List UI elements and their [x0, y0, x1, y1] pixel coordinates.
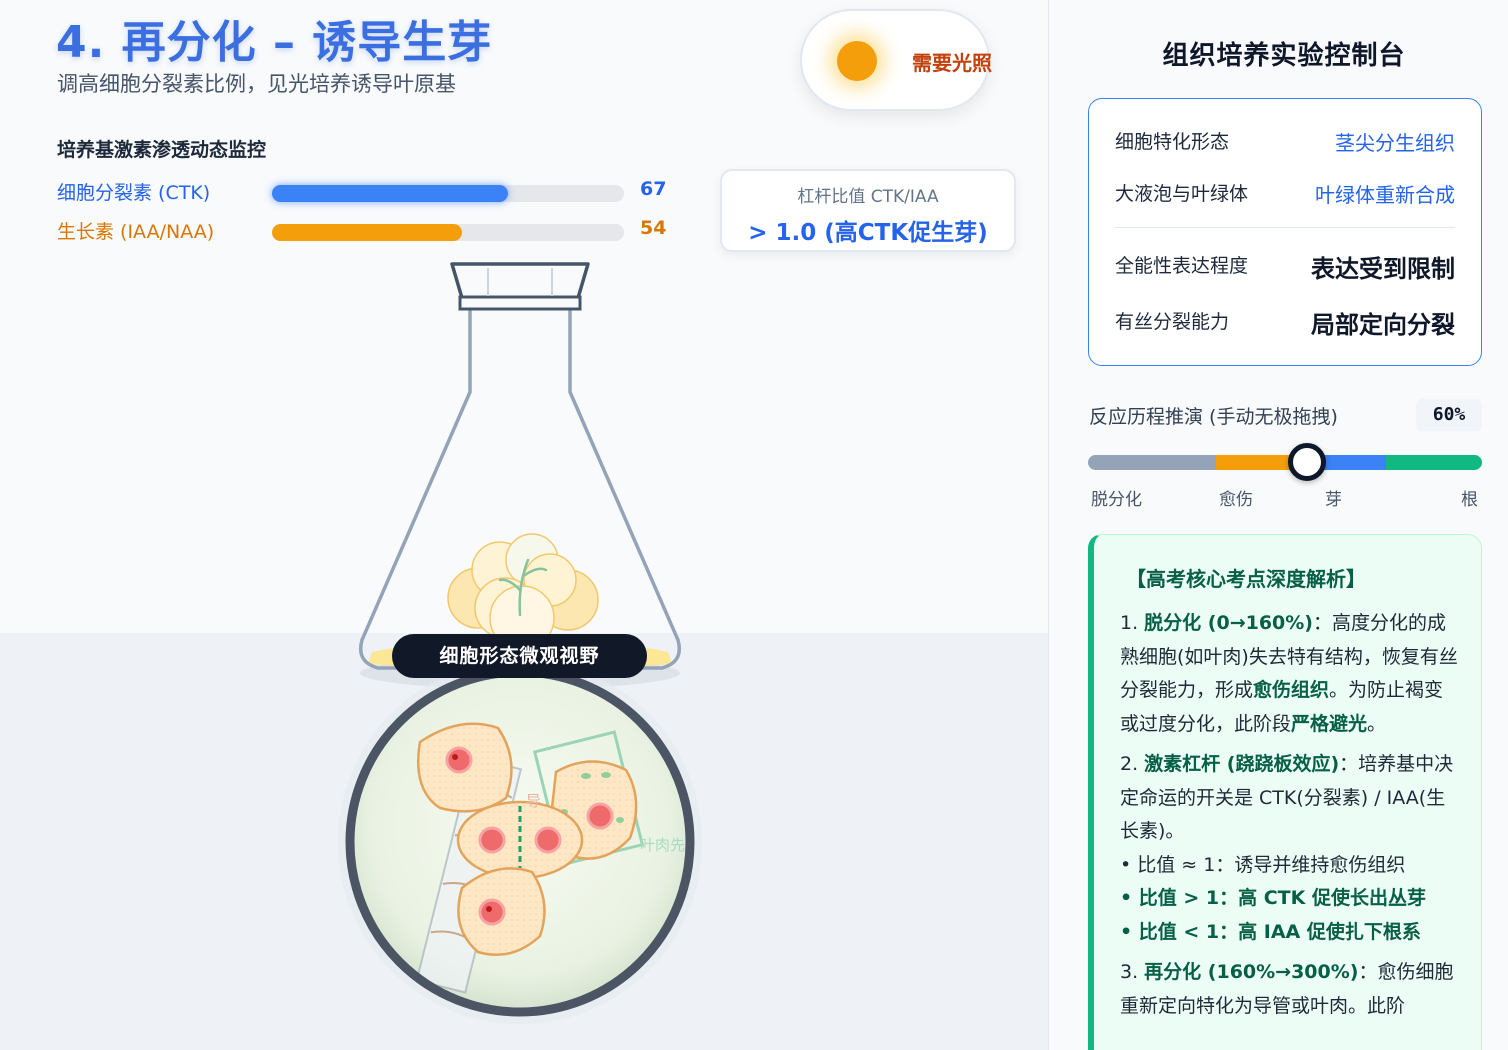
microscope-view: 导 叶肉先 — [338, 660, 702, 1024]
state-value: 叶绿体重新合成 — [1315, 183, 1455, 207]
control-panel: 组织培养实验控制台 细胞特化形态 茎尖分生组织 大液泡与叶绿体 叶绿体重新合成 … — [1048, 0, 1508, 1050]
micro-view-label: 细胞形态微观视野 — [392, 634, 647, 678]
tick-callus: 愈伤 — [1219, 490, 1253, 510]
cell-a — [416, 722, 513, 813]
cell-dividing — [456, 800, 584, 880]
ratio-bullet: • 比值 < 1：高 IAA 促使扎下根系 — [1120, 920, 1421, 943]
ratio-label: 杠杆比值 CTK/IAA — [797, 187, 939, 207]
monitor-title: 培养基激素渗透动态监控 — [57, 139, 267, 161]
ctk-value: 67 — [640, 178, 667, 200]
point-heading: 脱分化 (0→160%) — [1144, 612, 1313, 634]
analysis-point-1: 1. 脱分化 (0→160%)：高度分化的成熟细胞(如叶肉)失去特有结构，恢复有… — [1120, 607, 1460, 741]
panel-title: 组织培养实验控制台 — [1162, 41, 1406, 71]
state-divider — [1115, 227, 1455, 228]
light-toggle[interactable]: 需要光照 — [800, 9, 992, 111]
tick-dedifferentiation: 脱分化 — [1091, 490, 1142, 510]
slider-seg-dedifferentiation — [1088, 455, 1216, 470]
experiment-stage: 4. 再分化 – 诱导生芽 调高细胞分裂素比例，见光培养诱导叶原基 需要光照 培… — [56, 9, 1016, 1024]
state-key: 细胞特化形态 — [1115, 131, 1230, 153]
ctk-fill — [272, 185, 508, 202]
slider-seg-callus — [1216, 455, 1305, 470]
point-heading: 再分化 (160%→300%) — [1144, 961, 1359, 983]
state-value: 局部定向分裂 — [1311, 311, 1455, 339]
progress-percent: 60% — [1416, 399, 1482, 431]
mesophyll-tag: 叶肉先 — [640, 837, 685, 854]
state-key: 大液泡与叶绿体 — [1115, 183, 1249, 205]
point-text: 。 — [1367, 712, 1387, 735]
cell-c — [457, 867, 546, 956]
state-key: 有丝分裂能力 — [1115, 311, 1230, 333]
analysis-card: 【高考核心考点深度解析】 1. 脱分化 (0→160%)：高度分化的成熟细胞(如… — [1088, 534, 1482, 1050]
analysis-body: 1. 脱分化 (0→160%)：高度分化的成熟细胞(如叶肉)失去特有结构，恢复有… — [1120, 607, 1460, 1030]
point-number: 3. — [1120, 961, 1145, 983]
analysis-title: 【高考核心考点深度解析】 — [1126, 567, 1366, 591]
tick-root: 根 — [1461, 490, 1478, 510]
xylem-tag: 导 — [526, 793, 541, 810]
ratio-value: > 1.0 (高CTK促生芽) — [748, 220, 988, 246]
point-text: ：高度分化的成熟细胞(如叶肉)失去特有结构，恢复有丝分裂能力，形成 — [1120, 612, 1458, 701]
point-text: ：愈伤细胞重新定向特化为导管或叶肉。此阶 — [1120, 961, 1454, 1017]
point-text: 。为防止褐变或过度分化，此阶段 — [1120, 679, 1444, 735]
ctk-track — [272, 185, 624, 202]
point-heading: 激素杠杆 (跷跷板效应) — [1144, 753, 1340, 775]
stage-subtitle: 调高细胞分裂素比例，见光培养诱导叶原基 — [57, 72, 456, 96]
state-value: 表达受到限制 — [1311, 255, 1455, 283]
ratio-bullet: • 比值 > 1：高 CTK 促使长出丛芽 — [1120, 887, 1426, 909]
callus-cluster — [447, 533, 599, 651]
state-value: 茎尖分生组织 — [1335, 131, 1455, 155]
ctk-bar-row: 细胞分裂素 (CTK) 67 — [57, 178, 677, 206]
iaa-label: 生长素 (IAA/NAA) — [57, 221, 215, 243]
analysis-point-3: 3. 再分化 (160%→300%)：愈伤细胞重新定向特化为导管或叶肉。此阶 — [1120, 956, 1460, 1023]
iaa-value: 54 — [640, 217, 667, 239]
analysis-point-2: 2. 激素杠杆 (跷跷板效应)：培养基中决定命运的开关是 CTK(分裂素) / … — [1120, 748, 1460, 949]
flask-stopper — [450, 262, 590, 311]
point-keyword: 愈伤组织 — [1253, 679, 1330, 701]
progress-slider-thumb[interactable] — [1288, 443, 1327, 481]
flask-scene: 导 叶肉先 — [338, 262, 702, 1024]
iaa-fill — [272, 224, 463, 241]
point-keyword: 严格避光 — [1291, 712, 1368, 735]
iaa-track — [272, 224, 624, 241]
cell-state-card: 细胞特化形态 茎尖分生组织 大液泡与叶绿体 叶绿体重新合成 全能性表达程度 表达… — [1088, 98, 1482, 366]
point-number: 1. — [1120, 612, 1145, 634]
ratio-card: 杠杆比值 CTK/IAA > 1.0 (高CTK促生芽) — [720, 169, 1016, 252]
ratio-bullet: • 比值 ≈ 1：诱导并维持愈伤组织 — [1120, 853, 1406, 876]
light-label: 需要光照 — [912, 51, 992, 75]
point-text: ：培养基中决定命运的开关是 CTK(分裂素) / IAA(生长素)。 — [1120, 753, 1454, 842]
slider-seg-root — [1386, 455, 1482, 470]
sun-icon — [837, 41, 877, 81]
progress-slider-track[interactable] — [1088, 455, 1482, 470]
iaa-bar-row: 生长素 (IAA/NAA) 54 — [57, 217, 677, 245]
point-number: 2. — [1120, 753, 1145, 775]
state-key: 全能性表达程度 — [1115, 255, 1249, 277]
tick-shoot: 芽 — [1325, 490, 1342, 510]
progress-slider-label: 反应历程推演 (手动无极拖拽) — [1089, 406, 1338, 428]
ctk-label: 细胞分裂素 (CTK) — [57, 182, 211, 204]
stage-title: 4. 再分化 – 诱导生芽 — [56, 17, 493, 68]
